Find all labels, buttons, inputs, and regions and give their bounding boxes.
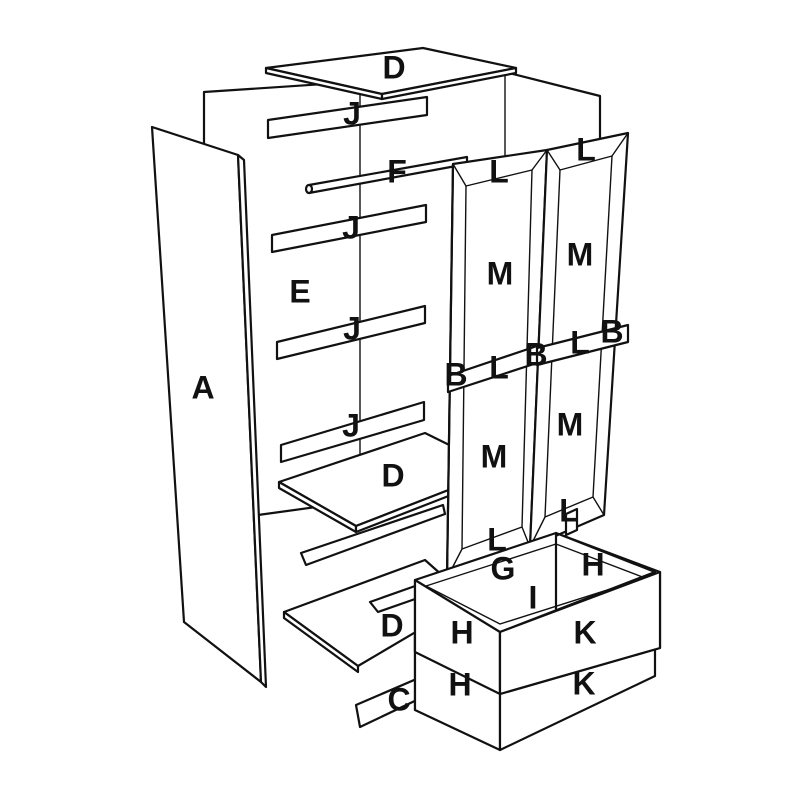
label-b-door2-right: B: [600, 313, 623, 349]
label-l-door2-bottom: L: [559, 492, 579, 528]
label-l-door1-top: L: [489, 153, 509, 189]
label-j-2: J: [342, 209, 360, 245]
label-m-door1-lower: M: [481, 438, 508, 474]
side-panel-a: [150, 125, 268, 689]
label-c: C: [387, 681, 410, 717]
door-right: [528, 131, 630, 549]
label-j-1: J: [343, 95, 361, 131]
label-b-door1-right: B: [524, 336, 547, 372]
label-f: F: [387, 153, 407, 189]
label-l-door1-mid: L: [489, 349, 509, 385]
label-d-bottom: D: [380, 607, 403, 643]
top-panel-d: [264, 46, 518, 101]
label-a: A: [191, 369, 214, 405]
label-h-drawer1-side: H: [450, 614, 473, 650]
rail-j-2: [270, 203, 428, 254]
rail-j-1: [266, 95, 429, 140]
drawer-upper: [413, 531, 662, 696]
rail-j-4: [279, 400, 426, 464]
label-l-door2-mid: L: [570, 324, 590, 360]
plinth-strip: [299, 503, 447, 567]
label-j-3: J: [343, 310, 361, 346]
label-m-door2-upper: M: [567, 236, 594, 272]
label-m-door1-upper: M: [487, 255, 514, 291]
label-m-door2-lower: M: [557, 406, 584, 442]
label-h-drawer2-side: H: [448, 666, 471, 702]
label-e: E: [289, 273, 310, 309]
label-j-4: J: [342, 407, 360, 443]
label-d-top: D: [382, 49, 405, 85]
label-l-door2-top: L: [576, 131, 596, 167]
label-l-door1-bottom: L: [487, 521, 507, 557]
label-k-drawer1: K: [573, 614, 596, 650]
rail-j-3: [275, 304, 427, 361]
label-i: I: [529, 579, 538, 615]
label-h-drawer1-back: H: [581, 546, 604, 582]
label-k-drawer2: K: [572, 665, 595, 701]
label-b-door1-left: B: [444, 356, 467, 392]
label-g: G: [491, 550, 516, 586]
label-d-middle: D: [381, 457, 404, 493]
door-left: [440, 148, 549, 606]
